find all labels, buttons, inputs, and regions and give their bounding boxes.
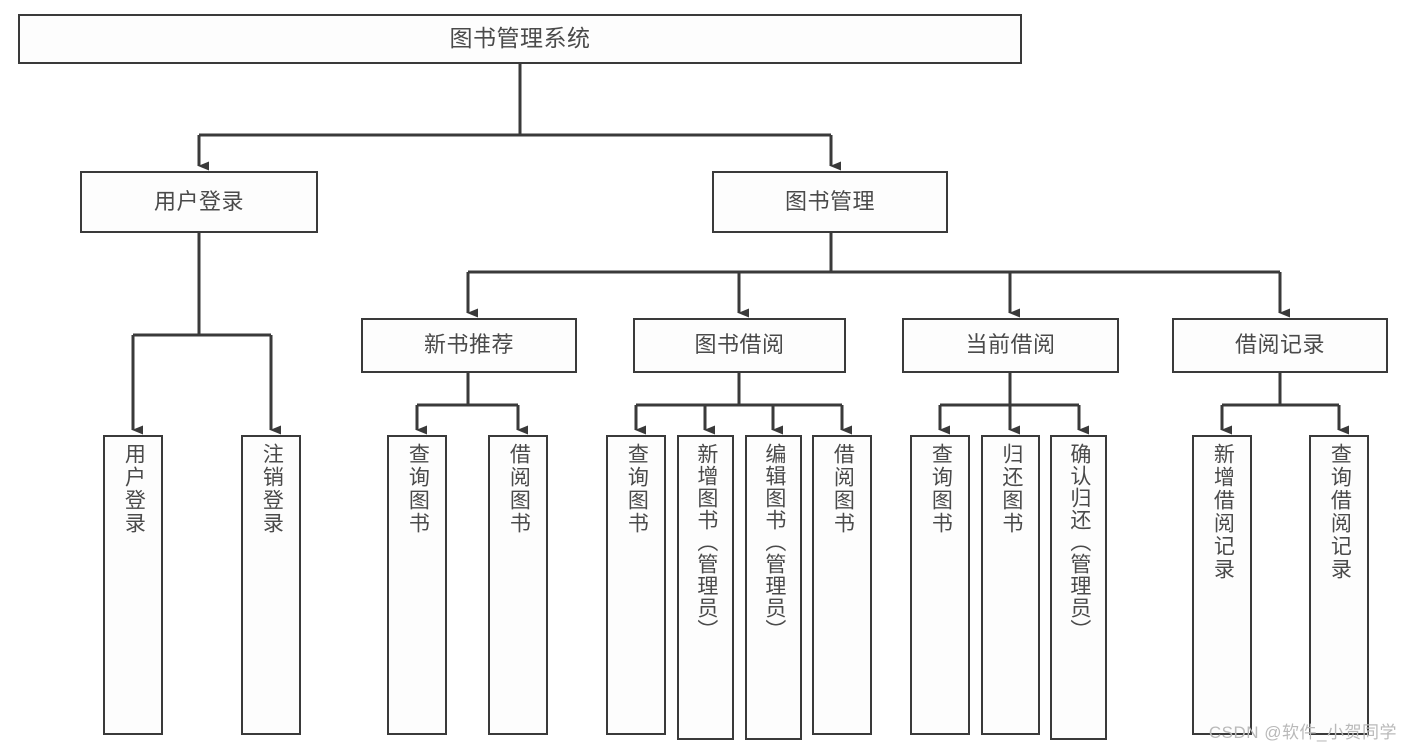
node-label: 当前借阅 [965, 332, 1056, 358]
node-label: 用户登录 [122, 443, 146, 535]
csdn-watermark: CSDN @软件_小贺同学 [1208, 723, 1397, 742]
node-label: 借阅记录 [1234, 332, 1325, 358]
node-user-login[interactable]: 用户登录 [80, 171, 318, 233]
node-label: 查询借阅记录 [1328, 443, 1352, 581]
node-label: 确认归还（管理员） [1067, 443, 1091, 641]
leaf-new-book-borrow-book[interactable]: 借阅图书 [488, 435, 548, 735]
leaf-current-borrow-return-book[interactable]: 归还图书 [981, 435, 1040, 735]
leaf-current-borrow-query-book[interactable]: 查询图书 [910, 435, 970, 735]
leaf-book-borrow-edit-book[interactable]: 编辑图书（管理员） [745, 435, 802, 740]
node-root-system[interactable]: 图书管理系统 [18, 14, 1022, 64]
node-label: 新增借阅记录 [1211, 443, 1235, 581]
leaf-book-borrow-query-book[interactable]: 查询图书 [606, 435, 666, 735]
leaf-user-login-login[interactable]: 用户登录 [103, 435, 163, 735]
node-label: 查询图书 [625, 443, 649, 535]
node-label: 编辑图书（管理员） [762, 443, 786, 641]
node-label: 图书管理系统 [449, 25, 591, 52]
node-label: 图书借阅 [694, 332, 785, 358]
node-book-borrow[interactable]: 图书借阅 [633, 318, 846, 373]
node-book-management[interactable]: 图书管理 [712, 171, 948, 233]
node-label: 查询图书 [929, 443, 953, 535]
node-new-book-recommend[interactable]: 新书推荐 [361, 318, 577, 373]
node-label: 注销登录 [260, 443, 284, 535]
leaf-book-borrow-add-book[interactable]: 新增图书（管理员） [677, 435, 734, 740]
node-label: 借阅图书 [507, 443, 531, 535]
node-current-borrow[interactable]: 当前借阅 [902, 318, 1119, 373]
leaf-book-borrow-borrow-book[interactable]: 借阅图书 [812, 435, 872, 735]
node-label: 新书推荐 [423, 332, 514, 358]
leaf-new-book-query-book[interactable]: 查询图书 [387, 435, 447, 735]
node-label: 新增图书（管理员） [694, 443, 718, 641]
node-label: 图书管理 [784, 188, 875, 214]
node-label: 归还图书 [999, 443, 1023, 535]
node-label: 查询图书 [406, 443, 430, 535]
leaf-user-login-logout[interactable]: 注销登录 [241, 435, 301, 735]
node-label: 用户登录 [153, 188, 244, 214]
leaf-borrow-record-add-record[interactable]: 新增借阅记录 [1192, 435, 1252, 735]
node-borrow-record[interactable]: 借阅记录 [1172, 318, 1388, 373]
leaf-current-borrow-confirm-return[interactable]: 确认归还（管理员） [1050, 435, 1107, 740]
node-label: 借阅图书 [831, 443, 855, 535]
leaf-borrow-record-query-record[interactable]: 查询借阅记录 [1309, 435, 1369, 735]
